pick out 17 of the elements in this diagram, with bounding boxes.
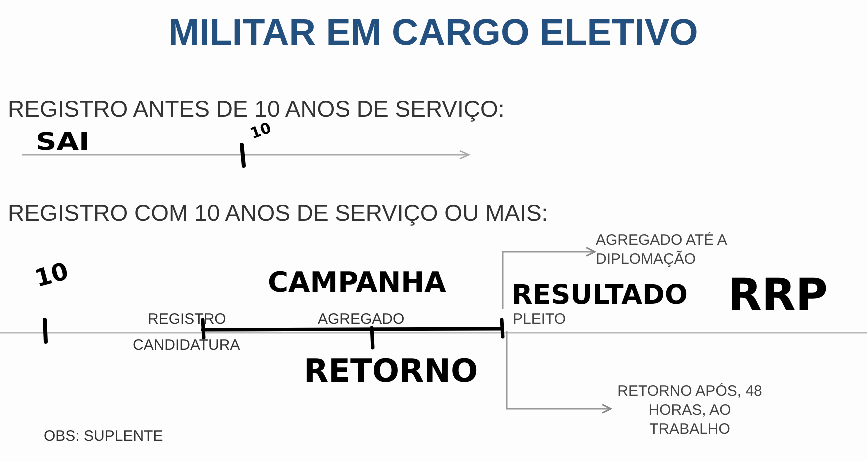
note-text: OBS: SUPLENTE [44,428,164,445]
connector-arrow [502,247,596,309]
node-text: RETORNO APÓS, 48 HORAS, AO TRABALHO [615,382,765,442]
handwritten-note: CAMPANHA [268,266,446,299]
timeline-label: AGREGADO [318,311,405,328]
handwritten-note: SAI [36,128,90,156]
connector-arrow [506,331,612,414]
handwritten-note: RETORNO [304,352,478,390]
handwritten-number: 10 [32,257,72,294]
handwritten-note: RESULTADO [512,280,688,311]
section-heading: REGISTRO COM 10 ANOS DE SERVIÇO OU MAIS: [8,200,548,227]
timeline-label: CANDIDATURA [133,337,240,354]
node-text: PLEITO [503,309,573,331]
timeline-label: REGISTRO [148,311,226,328]
node-text: AGREGADO ATÉ A DIPLOMAÇÃO [596,231,766,271]
title: MILITAR EM CARGO ELETIVO [168,12,700,54]
handwritten-note: RRP [728,270,828,321]
